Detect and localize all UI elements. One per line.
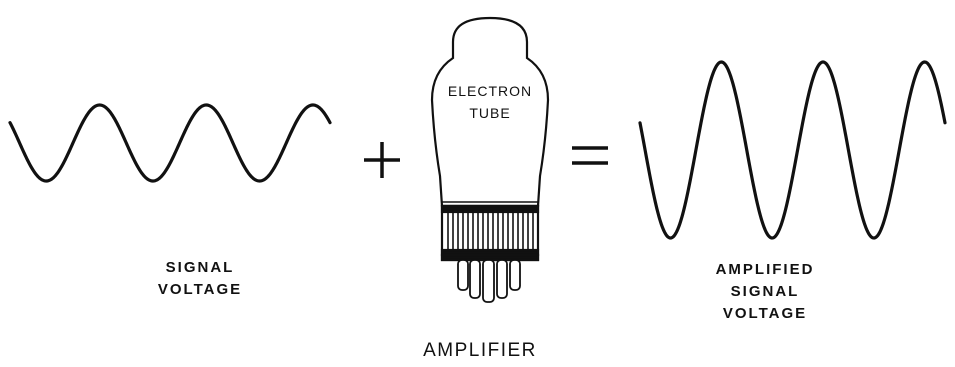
- electron-tube-label: ELECTRON TUBE: [420, 80, 560, 124]
- plus-operator: [364, 142, 400, 178]
- amplified-label-line-2: SIGNAL: [730, 283, 800, 300]
- amplified-label-line-1: AMPLIFIED: [715, 261, 815, 278]
- electron-tube-icon: [430, 16, 550, 303]
- signal-label-line-1: SIGNAL: [165, 259, 235, 276]
- amplified-signal-voltage-label: AMPLIFIED SIGNAL VOLTAGE: [650, 259, 880, 325]
- tube-label-line-1: ELECTRON: [447, 83, 533, 99]
- amplified-signal-wave: [638, 60, 947, 240]
- amplified-label-line-3: VOLTAGE: [722, 305, 808, 322]
- signal-voltage-label: SIGNAL VOLTAGE: [100, 257, 300, 301]
- tube-label-line-2: TUBE: [469, 105, 511, 121]
- signal-label-line-2: VOLTAGE: [157, 281, 243, 298]
- equals-operator: [572, 146, 608, 165]
- signal-voltage-wave: [8, 103, 332, 183]
- amplifier-label: AMPLIFIER: [423, 340, 537, 361]
